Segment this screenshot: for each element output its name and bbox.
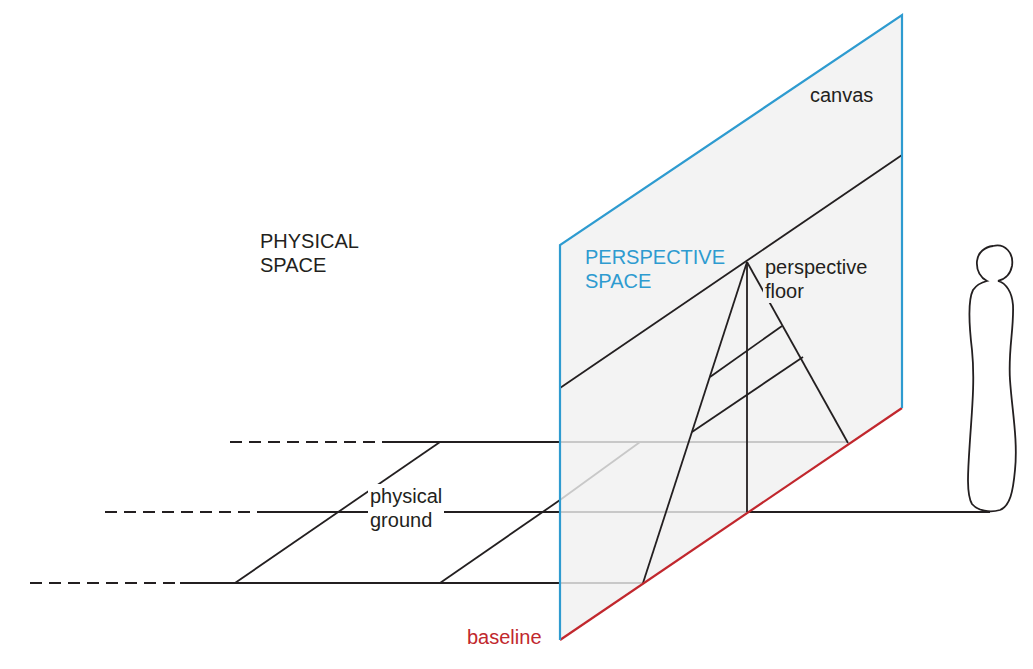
region-label: PHYSICAL SPACE: [258, 229, 360, 277]
ground-label: physical ground: [368, 484, 444, 532]
canvas-text: PERSPECTIVE SPACE: [583, 245, 727, 293]
canvas-shape: [560, 15, 902, 640]
canvas-plane: canvasPERSPECTIVE SPACE perspective floor: [560, 15, 902, 640]
canvas-text: perspective floor: [763, 255, 869, 303]
canvas-text: canvas: [808, 83, 875, 107]
baseline-label: baseline: [465, 625, 544, 649]
